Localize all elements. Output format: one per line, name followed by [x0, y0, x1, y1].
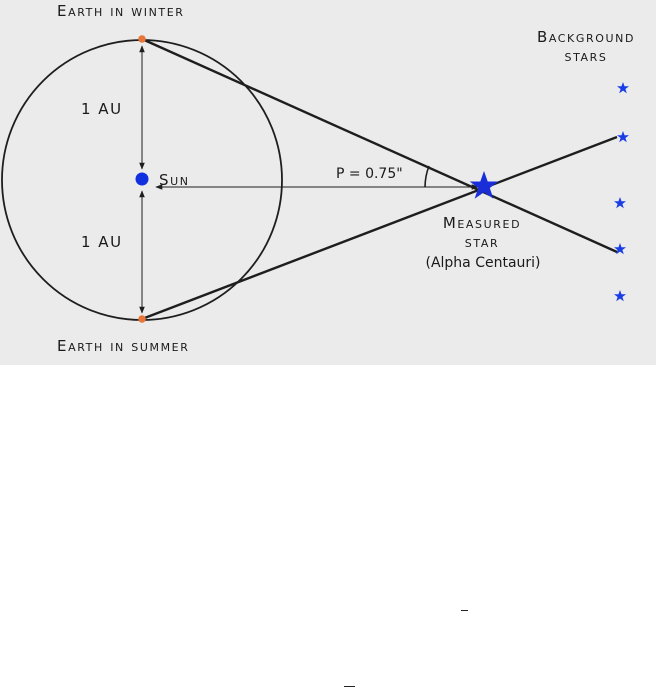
earth-winter-label: Earth in winter	[57, 2, 185, 20]
parallax-angle-label: P = 0.75"	[336, 166, 403, 182]
background-stars-label-line1: Background	[537, 28, 635, 46]
background-star-icon-4	[614, 243, 626, 255]
earth-summer-label: Earth in summer	[57, 337, 189, 355]
au-top-label: 1 AU	[81, 100, 123, 118]
parallax-angle-arc	[424, 165, 430, 188]
background-stars-label-line2: stars	[565, 47, 608, 65]
diagram-panel	[0, 0, 656, 365]
sun-icon	[135, 172, 149, 186]
background-star-icon-3	[614, 197, 626, 209]
sight-line-summer	[141, 135, 618, 321]
sun-label: Sun	[159, 171, 190, 189]
background-star-icon-1	[617, 82, 629, 94]
measured-star-label-line2: star	[465, 233, 499, 251]
measured-star-label-line1: Measured	[443, 214, 521, 232]
background-star-icon-5	[614, 290, 626, 302]
decorative-dash	[344, 686, 355, 688]
earth-summer-dot	[138, 315, 146, 323]
sight-line-winter	[141, 37, 618, 254]
measured-star-label-line3: (Alpha Centauri)	[425, 255, 540, 271]
parallax-diagram: Earth in winter Earth in summer Backgrou…	[1, 2, 635, 355]
background-star-icon-2	[617, 131, 629, 143]
earth-winter-dot	[138, 35, 146, 43]
decorative-dash	[461, 610, 468, 612]
measured-star-icon	[469, 171, 499, 199]
au-bottom-label: 1 AU	[81, 233, 123, 251]
